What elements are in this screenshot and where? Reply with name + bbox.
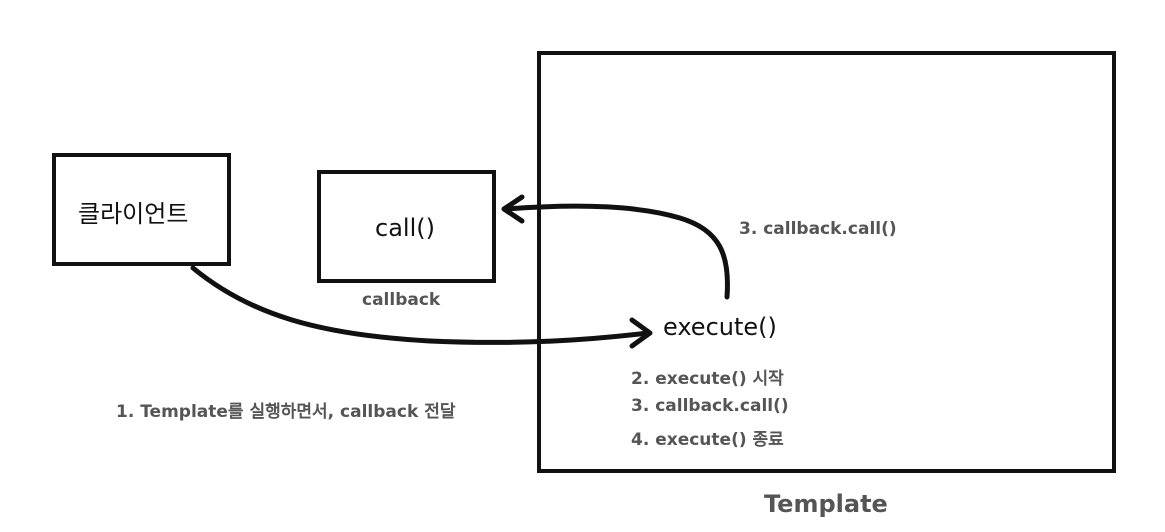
step-2-label: 2. execute() 시작 <box>631 369 784 389</box>
callback-caption: callback <box>362 290 441 310</box>
template-caption: Template <box>764 490 888 518</box>
client-box <box>52 153 231 266</box>
pass-callback-arrow <box>190 265 651 345</box>
step-3-label: 3. callback.call() <box>631 396 789 416</box>
pass-callback-arrowhead <box>629 317 653 349</box>
arrow-step-3-label: 3. callback.call() <box>739 219 897 239</box>
callback-box <box>317 170 496 283</box>
client-label: 클라이언트 <box>78 200 189 228</box>
call-method-label: call() <box>375 214 435 242</box>
template-box <box>537 51 1116 473</box>
step-4-label: 4. execute() 종료 <box>631 430 784 450</box>
step-1-label: 1. Template를 실행하면서, callback 전달 <box>116 402 456 422</box>
callback-call-arrowhead <box>501 194 525 224</box>
callback-call-arrow <box>504 203 730 300</box>
execute-label: execute() <box>663 313 777 341</box>
